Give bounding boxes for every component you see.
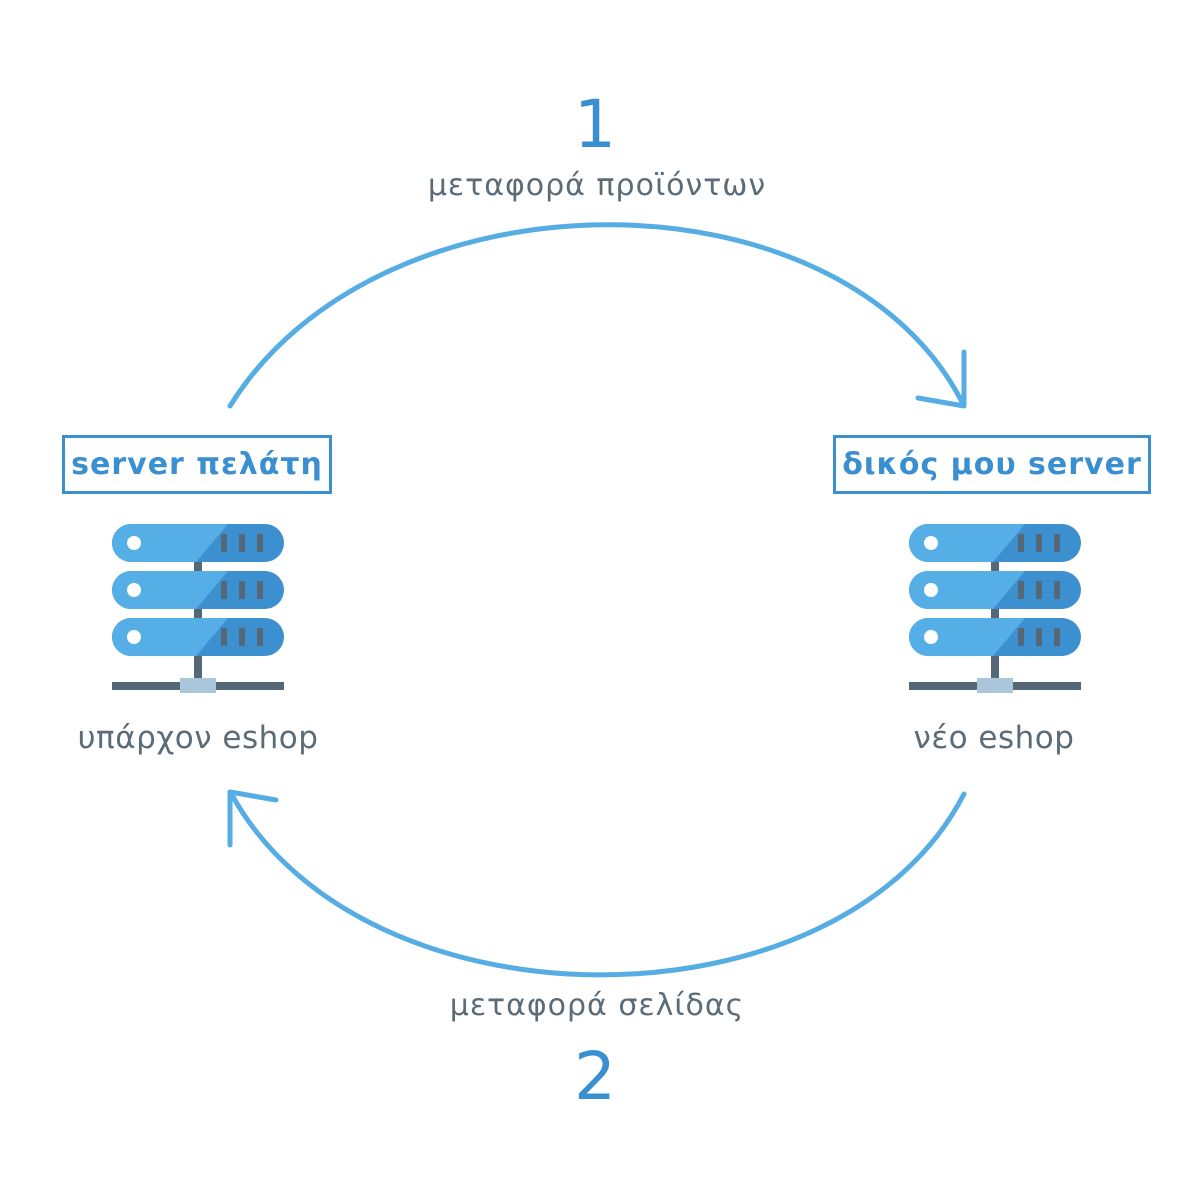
own-server-label: δικός μου server: [833, 435, 1151, 494]
client-server-label: server πελάτη: [62, 435, 332, 494]
top-transfer-arc: [227, 222, 965, 409]
arrow-left-icon: [227, 789, 279, 848]
server-rack-icon: [909, 524, 1081, 693]
own-server-caption: νέο eshop: [913, 720, 1075, 756]
step-number-bottom: 2: [574, 1038, 616, 1115]
client-server-caption: υπάρχον eshop: [77, 720, 319, 756]
step-label-bottom: μεταφορά σελίδας: [449, 988, 745, 1023]
server-rack-icon: [112, 524, 284, 693]
step-number-top: 1: [574, 86, 616, 163]
bottom-transfer-arc: [229, 791, 967, 978]
arrow-right-icon: [915, 349, 967, 409]
step-label-top: μεταφορά προϊόντων: [427, 168, 767, 203]
